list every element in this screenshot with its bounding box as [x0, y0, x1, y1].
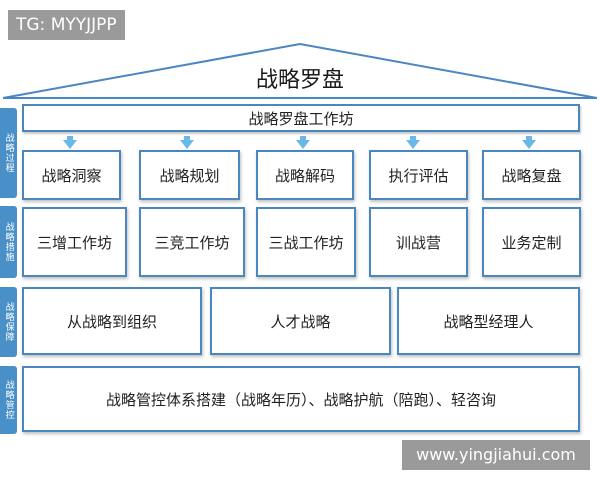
- measure-box: 业务定制: [482, 207, 581, 277]
- measure-label: 三竞工作坊: [154, 233, 230, 252]
- process-box-decoding: 战略解码: [256, 150, 354, 200]
- arrow-down-icon: [522, 136, 536, 149]
- support-label: 战略型经理人: [443, 312, 534, 331]
- sidebar-label-support: 战略保障: [0, 287, 17, 357]
- measure-label: 业务定制: [501, 233, 562, 252]
- arrow-down-icon: [406, 136, 420, 149]
- process-label: 执行评估: [388, 166, 449, 185]
- process-label: 战略洞察: [41, 166, 102, 185]
- process-box-planning: 战略规划: [139, 150, 240, 200]
- support-label: 从战略到组织: [66, 312, 157, 331]
- process-label: 战略复盘: [501, 166, 562, 185]
- measure-label: 三增工作坊: [36, 233, 112, 252]
- arrow-down-icon: [63, 136, 77, 149]
- measure-label: 训战营: [395, 233, 441, 252]
- sidebar-label-control-text: 战略管控: [3, 380, 14, 420]
- support-box: 人才战略: [210, 287, 391, 355]
- process-box-evaluation: 执行评估: [369, 150, 468, 200]
- watermark-top-left: TG: MYYJJPP: [8, 10, 125, 40]
- workshop-bar: 战略罗盘工作坊: [22, 104, 580, 132]
- sidebar-label-measures-text: 战略措施: [3, 222, 14, 262]
- sidebar-label-control: 战略管控: [0, 366, 17, 434]
- roof-title: 战略罗盘: [255, 68, 344, 93]
- support-box: 战略型经理人: [397, 287, 580, 355]
- process-label: 战略规划: [159, 166, 220, 185]
- control-box: 战略管控体系搭建（战略年历）、战略护航（陪跑）、轻咨询: [22, 366, 580, 432]
- watermark-bottom-right: www.yingjiahui.com: [402, 440, 590, 470]
- sidebar-label-measures: 战略措施: [0, 206, 17, 278]
- arrow-down-icon: [296, 136, 310, 149]
- process-box-insight: 战略洞察: [22, 150, 121, 200]
- sidebar-label-process-text: 战略过程: [3, 133, 14, 173]
- support-label: 人才战略: [270, 312, 331, 331]
- control-label: 战略管控体系搭建（战略年历）、战略护航（陪跑）、轻咨询: [105, 390, 496, 409]
- measure-box: 训战营: [369, 207, 468, 277]
- process-label: 战略解码: [274, 166, 335, 185]
- workshop-label: 战略罗盘工作坊: [248, 109, 354, 128]
- process-box-review: 战略复盘: [482, 150, 581, 200]
- sidebar-label-process: 战略过程: [0, 108, 17, 198]
- measure-box: 三增工作坊: [22, 207, 127, 277]
- sidebar-label-support-text: 战略保障: [3, 302, 14, 342]
- measure-box: 三竞工作坊: [139, 207, 245, 277]
- measure-label: 三战工作坊: [268, 233, 344, 252]
- measure-box: 三战工作坊: [256, 207, 356, 277]
- support-box: 从战略到组织: [22, 287, 202, 355]
- arrow-down-icon: [180, 136, 194, 149]
- roof-outline: [2, 42, 598, 99]
